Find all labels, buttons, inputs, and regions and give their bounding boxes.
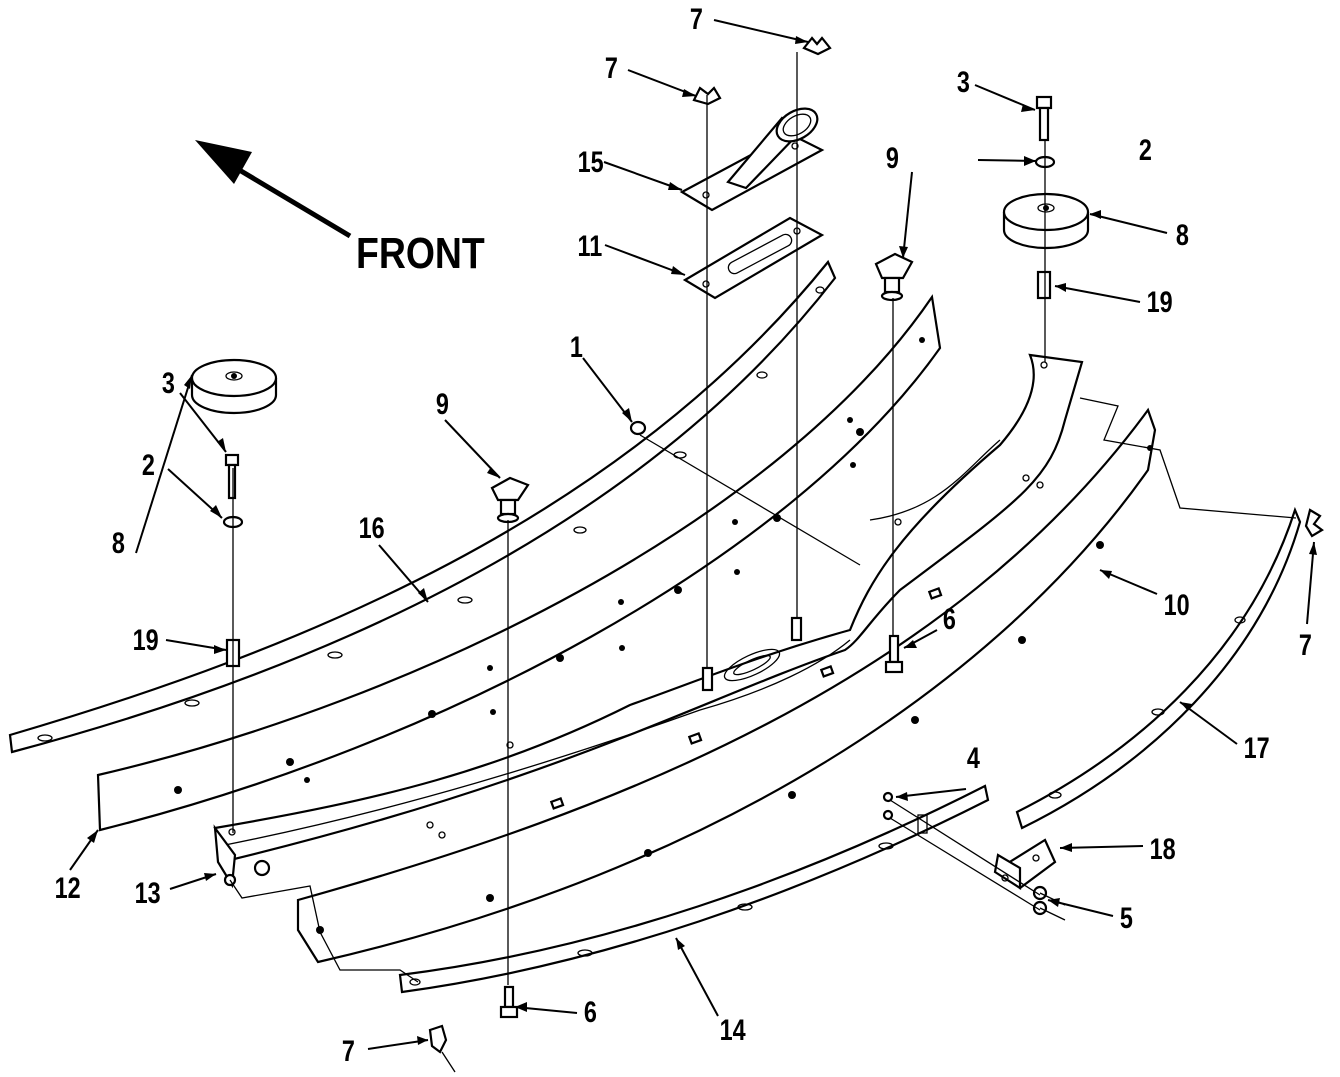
part-5-nuts bbox=[1032, 885, 1048, 916]
part-19-spacer-right bbox=[1036, 270, 1052, 300]
callout-6-lower: 6 bbox=[584, 995, 597, 1028]
part-3-bolt-left bbox=[224, 453, 240, 500]
callout-11: 11 bbox=[577, 229, 602, 262]
leader-arrowheads bbox=[87, 36, 1317, 1045]
part-6-bolt-upper bbox=[884, 634, 904, 674]
callout-8-right: 8 bbox=[1176, 218, 1189, 251]
part-4-screws bbox=[882, 791, 894, 821]
part-16-strip bbox=[8, 259, 837, 754]
callout-1: 1 bbox=[570, 330, 583, 363]
part-17-strip bbox=[1015, 506, 1302, 830]
front-arrow bbox=[195, 140, 352, 239]
part-3-bolt-right bbox=[1035, 95, 1053, 142]
callout-12: 12 bbox=[55, 871, 81, 904]
part-7-wingnut-bottom bbox=[428, 1024, 448, 1054]
pin-left-axis bbox=[701, 666, 714, 692]
part-12-panel bbox=[96, 294, 942, 832]
pin-right-axis bbox=[790, 616, 803, 642]
part-15-chute bbox=[679, 107, 825, 212]
callout-7-top-center: 7 bbox=[690, 2, 703, 35]
part-11-plate bbox=[682, 216, 825, 300]
part-18-bracket bbox=[993, 838, 1057, 891]
callout-3-left: 3 bbox=[162, 366, 175, 399]
callout-4: 4 bbox=[967, 741, 980, 774]
callout-18: 18 bbox=[1150, 832, 1176, 865]
callout-2-right: 2 bbox=[1139, 133, 1152, 166]
front-label: FRONT bbox=[356, 228, 485, 278]
callout-7-top-left: 7 bbox=[605, 51, 618, 84]
callout-7-bottom: 7 bbox=[342, 1034, 355, 1067]
part-10-panel bbox=[296, 407, 1157, 964]
part-6-bolt-lower bbox=[499, 985, 519, 1019]
callout-6-upper: 6 bbox=[943, 602, 956, 635]
part-9-knob-right bbox=[874, 252, 914, 302]
part-7-wingnut-top-center bbox=[802, 36, 832, 56]
callout-19-left: 19 bbox=[133, 623, 159, 656]
part-13-frame bbox=[213, 353, 1084, 889]
callout-15: 15 bbox=[578, 145, 604, 178]
callout-10: 10 bbox=[1164, 588, 1190, 621]
part-8-cylinder-left bbox=[190, 358, 278, 415]
part-8-cylinder-right bbox=[1002, 192, 1090, 250]
callout-3-right: 3 bbox=[957, 65, 970, 98]
part-7-wingnut-right bbox=[1304, 508, 1324, 538]
callout-labels: 1 2 2 3 3 4 5 6 6 7 7 7 7 8 8 9 9 10 11 … bbox=[55, 2, 1312, 1067]
callout-2-left: 2 bbox=[142, 448, 155, 481]
callout-7-right: 7 bbox=[1299, 628, 1312, 661]
assembly-lines bbox=[229, 52, 1297, 1073]
part-9-knob-left bbox=[490, 476, 530, 524]
callout-14: 14 bbox=[720, 1013, 746, 1046]
callout-13: 13 bbox=[135, 876, 161, 909]
callout-19-right: 19 bbox=[1147, 285, 1173, 318]
part-1-nut bbox=[629, 420, 647, 436]
callout-9-left: 9 bbox=[436, 387, 449, 420]
callout-17: 17 bbox=[1244, 731, 1270, 764]
callout-8-left: 8 bbox=[112, 526, 125, 559]
callout-16: 16 bbox=[359, 511, 385, 544]
part-14-strip bbox=[398, 784, 990, 994]
callout-5: 5 bbox=[1120, 901, 1133, 934]
callout-9-right: 9 bbox=[886, 141, 899, 174]
